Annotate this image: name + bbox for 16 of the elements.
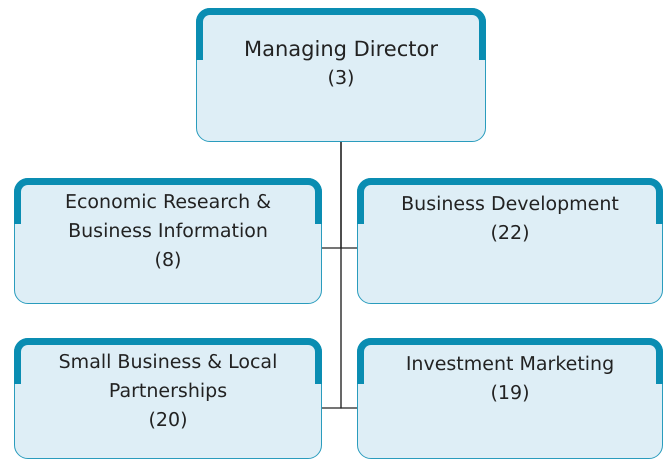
department-name: Business Development (401, 192, 619, 217)
staff-count: (19) (490, 381, 530, 406)
department-name: Managing Director (244, 36, 438, 63)
department-box (196, 8, 486, 142)
staff-count: (8) (154, 248, 182, 273)
department-name: Economic Research & Business Information (64, 190, 272, 244)
department-name: Investment Marketing (406, 352, 614, 377)
department-box (14, 338, 322, 459)
staff-count: (22) (490, 221, 530, 246)
department-box (357, 338, 663, 459)
department-name: Small Business & Local Partnerships (58, 350, 278, 404)
department-box (14, 178, 322, 304)
staff-count: (3) (328, 66, 354, 91)
connector-line (340, 142, 357, 409)
staff-count: (20) (148, 408, 188, 433)
department-box (357, 178, 663, 304)
